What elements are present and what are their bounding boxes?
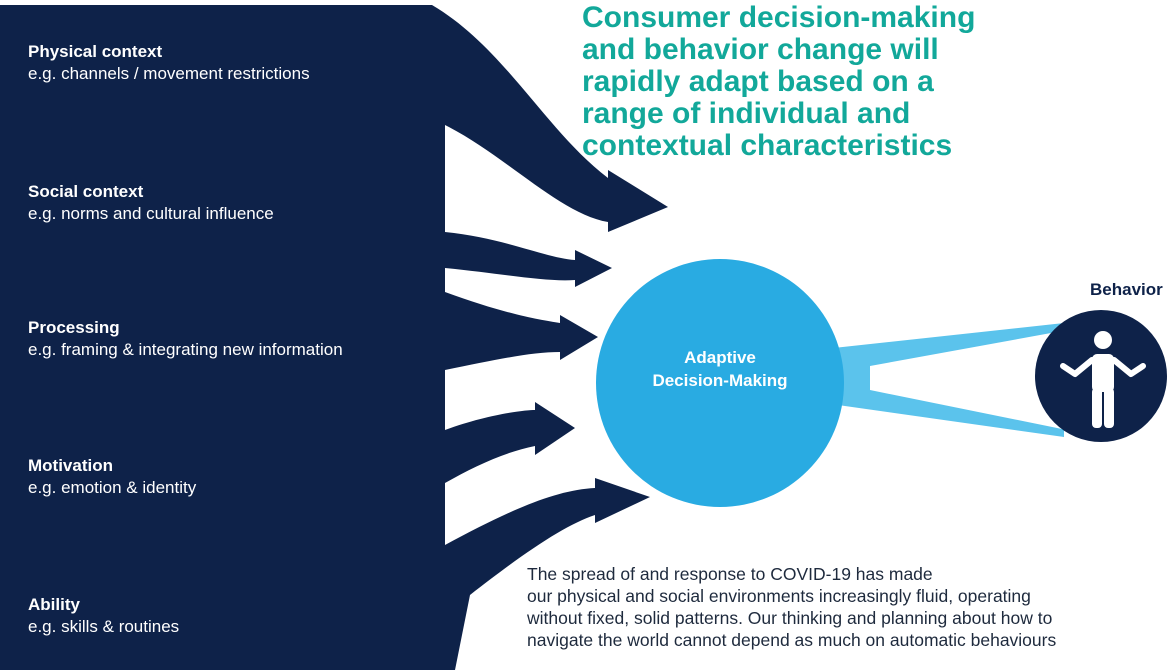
factor-name: Processing <box>28 318 120 337</box>
covid-context-paragraph: The spread of and response to COVID-19 h… <box>527 563 1168 670</box>
factor-ability: Ability e.g. skills & routines <box>28 594 179 638</box>
decision-hub-label-line2: Decision-Making <box>652 371 788 390</box>
factor-name: Ability <box>28 595 80 614</box>
factors-panel <box>0 5 668 670</box>
person-shrugging-icon <box>1060 331 1146 428</box>
factor-example: e.g. skills & routines <box>28 617 180 636</box>
factor-physical-context: Physical context e.g. channels / movemen… <box>28 41 310 85</box>
factor-motivation: Motivation e.g. emotion & identity <box>28 455 196 499</box>
decision-hub-label-line1: Adaptive <box>684 348 756 367</box>
factor-example: e.g. framing & integrating new informati… <box>28 340 343 359</box>
factor-name: Motivation <box>28 456 113 475</box>
paragraph-line: navigate the world cannot depend as much… <box>527 630 1057 650</box>
factor-example: e.g. channels / movement restrictions <box>28 64 310 83</box>
paragraph-line: without fixed, solid patterns. Our think… <box>527 608 1053 628</box>
headline: Consumer decision-making and behavior ch… <box>582 1 976 162</box>
factor-processing: Processing e.g. framing & integrating ne… <box>28 317 343 361</box>
paragraph-line: our physical and social environments inc… <box>527 586 1031 606</box>
factor-name: Social context <box>28 182 144 201</box>
behavior-connector-inner <box>870 331 1062 429</box>
factor-name: Physical context <box>28 42 163 61</box>
factor-example: e.g. norms and cultural influence <box>28 204 274 223</box>
behavior-label: Behavior <box>1090 280 1163 299</box>
factor-social-context: Social context e.g. norms and cultural i… <box>28 181 274 225</box>
paragraph-line: The spread of and response to COVID-19 h… <box>527 564 933 584</box>
decision-hub-label: Adaptive Decision-Making <box>619 346 821 392</box>
decision-hub-circle <box>596 259 844 507</box>
factor-example: e.g. emotion & identity <box>28 478 197 497</box>
